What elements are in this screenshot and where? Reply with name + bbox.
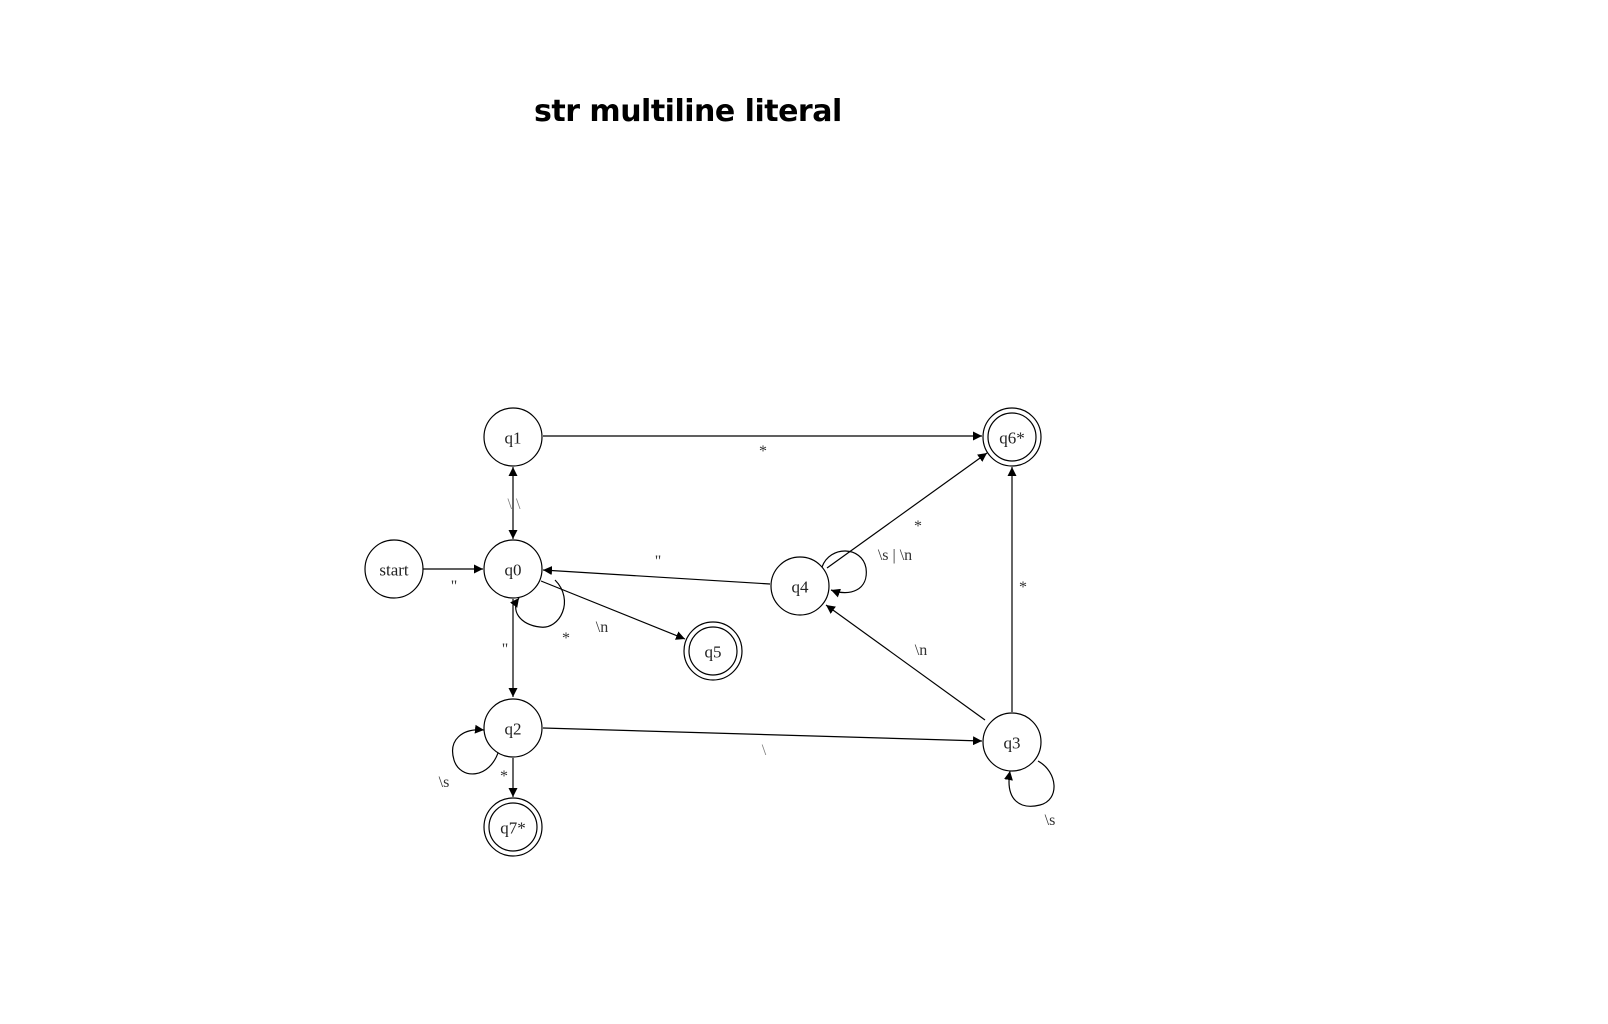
state-q0 <box>483 539 543 599</box>
edge-q0-q0-label: * <box>562 630 570 647</box>
edge-q3-q3-loop <box>1004 760 1055 807</box>
edge-start-q0-label: " <box>451 578 458 595</box>
edge-q1-q6-label: * <box>759 443 767 460</box>
edge-q0-q2-label: " <box>502 641 509 658</box>
state-q3-label: q3 <box>1004 734 1021 753</box>
state-q6-label: q6* <box>999 429 1025 448</box>
edge-q2-q2-loop <box>452 724 500 775</box>
state-q1-label: q1 <box>505 429 522 448</box>
edge-q4-q0 <box>542 566 771 585</box>
state-start <box>364 539 424 599</box>
state-q1 <box>483 407 543 467</box>
edge-q4-q0-label: " <box>655 553 662 570</box>
edge-q3-q4 <box>825 604 986 721</box>
edge-q4-q4-loop <box>821 550 867 598</box>
edge-q4-q6-label: * <box>914 518 922 535</box>
state-q4-label: q4 <box>792 578 810 597</box>
edge-q2-q7-label: * <box>500 768 508 785</box>
edge-q2-q2-label: \s <box>439 774 450 791</box>
state-q4 <box>770 556 830 616</box>
state-q0-label: q0 <box>505 561 522 580</box>
diagram-title: str multiline literal <box>534 94 842 129</box>
edge-q3-q4-label: \n <box>915 642 927 659</box>
state-q6-accepting <box>982 407 1042 467</box>
edge-q2-q3 <box>542 727 983 746</box>
edge-q0-q5-label: \n <box>596 619 608 636</box>
state-q5-accepting <box>683 621 743 681</box>
state-q2 <box>483 698 543 758</box>
edge-q4-q4-label: \s | \n <box>878 547 912 564</box>
edge-q4-q6 <box>826 452 988 569</box>
edge-q0-q1-label: \ \ <box>508 496 521 513</box>
state-q7-label: q7* <box>500 819 526 838</box>
edge-q3-q3-label: \s <box>1045 812 1056 829</box>
edge-q0-q0-loop <box>510 579 565 628</box>
state-q5-label: q5 <box>705 643 722 662</box>
edge-q0-q5 <box>540 580 686 640</box>
state-q7-accepting <box>483 797 543 857</box>
edge-q3-q6-label: * <box>1019 579 1027 596</box>
edge-q2-q3-label: \ <box>762 742 767 759</box>
state-q2-label: q2 <box>505 720 522 739</box>
state-q3 <box>982 712 1042 772</box>
state-start-label: start <box>379 561 409 580</box>
